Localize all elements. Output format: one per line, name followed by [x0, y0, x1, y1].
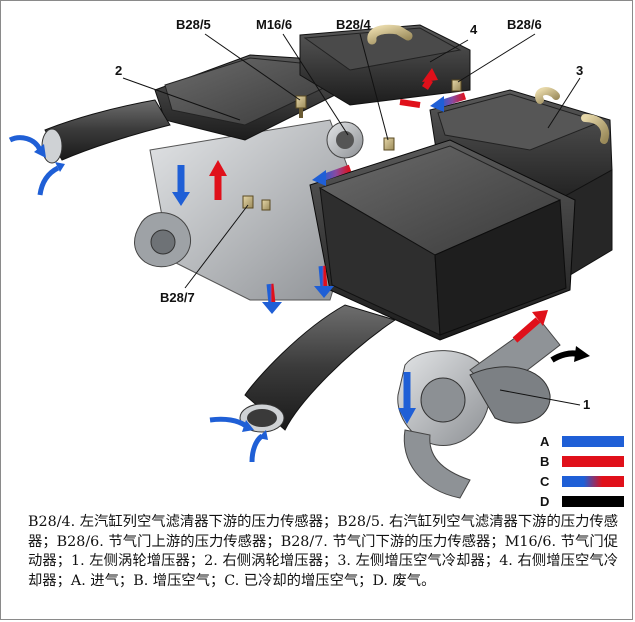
legend-swatch-d — [562, 495, 624, 507]
left-intake-pipe — [244, 304, 397, 431]
label-b28-6: B28/6 — [507, 17, 542, 32]
arrow-intake-left-pipe-2 — [249, 433, 264, 463]
arrow-cooled-2 — [320, 164, 352, 182]
leader-lines — [122, 33, 581, 406]
brass-pipe-right-2 — [581, 114, 609, 144]
label-4: 4 — [470, 22, 478, 37]
arrow-intake-left-pipe — [209, 416, 248, 429]
label-3: 3 — [576, 63, 584, 78]
arrow-intake-right-pipe — [8, 135, 43, 152]
label-b28-4: B28/4 — [336, 17, 371, 32]
label-b28-5: B28/5 — [176, 17, 211, 32]
legend-swatch-a — [562, 435, 624, 447]
legend-letter-d: D — [540, 493, 550, 509]
left-turbo-wheel — [420, 377, 466, 423]
brass-pipe-right — [535, 87, 560, 104]
label-2: 2 — [115, 63, 123, 78]
arrow-cooled-1 — [438, 92, 467, 108]
sensor-b28-4 — [383, 137, 395, 151]
legend-letter-c: C — [540, 473, 550, 489]
sensor-b28-7 — [242, 195, 271, 211]
turbo-flange — [150, 229, 176, 255]
arrow-exhaust — [550, 350, 579, 363]
legend-row-b: B — [540, 453, 624, 469]
legend-row-d: D — [540, 493, 624, 509]
intercooler-3-top — [437, 93, 602, 151]
legend-row-a: A — [540, 433, 624, 449]
legend-letter-b: B — [540, 453, 550, 469]
sensor-b28-6 — [451, 79, 462, 92]
label-b28-7: B28/7 — [160, 290, 195, 305]
arrow-cooled-3 — [266, 283, 276, 305]
legend-letter-a: A — [540, 433, 550, 449]
legend-swatch-c — [562, 475, 624, 487]
arrow-boost-3 — [422, 78, 433, 90]
exhaust-downpipe — [403, 429, 471, 499]
label-m16-6: M16/6 — [256, 17, 293, 32]
arrow-boost-4 — [399, 99, 421, 108]
right-intake-pipe-mouth — [41, 128, 63, 164]
figure-caption: B28/4. 左汽缸列空气滤清器下游的压力传感器；B28/5. 右汽缸列空气滤清… — [28, 514, 618, 589]
arrow-boost-2 — [512, 317, 541, 343]
label-1: 1 — [583, 397, 591, 412]
engine-illustration — [8, 24, 613, 499]
brass-pipe-top — [367, 24, 413, 45]
right-intake-pipe — [44, 99, 171, 161]
legend-row-c: C — [540, 473, 624, 489]
arrow-cooled-4 — [318, 265, 328, 289]
arrow-exhaust-head — [574, 346, 590, 362]
arrow-intake-right-pipe-head — [34, 144, 46, 158]
sensor-b28-5 — [295, 95, 307, 118]
left-exhaust-housing — [469, 366, 551, 424]
left-air-cleaner-right — [434, 199, 567, 336]
legend-swatch-b — [562, 455, 624, 467]
arrow-intake-right-pipe-2 — [37, 165, 60, 196]
